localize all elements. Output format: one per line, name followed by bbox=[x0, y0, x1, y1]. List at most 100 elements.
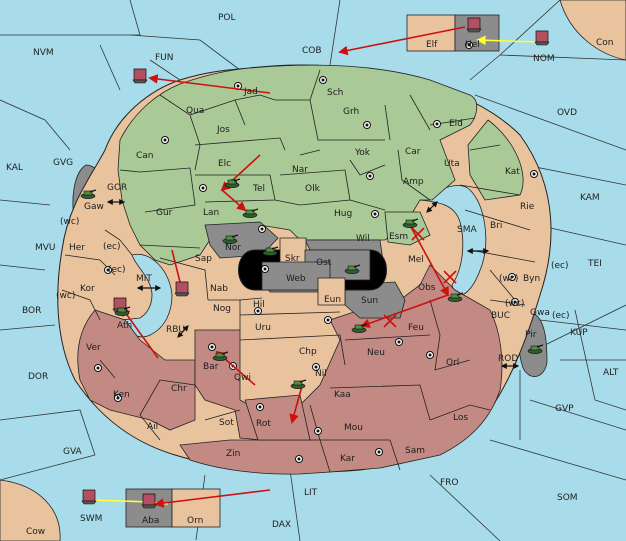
label-aba: Aba bbox=[142, 516, 159, 526]
label-wil: Wil bbox=[356, 234, 370, 244]
label-hel: Hel bbox=[465, 40, 480, 50]
label-gur: Gur bbox=[156, 208, 173, 218]
red-zone-center bbox=[194, 329, 263, 441]
label-orl: Orl bbox=[446, 358, 459, 368]
label-can: Can bbox=[136, 151, 154, 161]
label-kat: Kat bbox=[505, 167, 520, 177]
label-eld: Eld bbox=[449, 119, 463, 129]
fleet-unit bbox=[81, 489, 97, 505]
red-zone-south bbox=[179, 439, 331, 475]
label-zin: Zin bbox=[226, 449, 240, 459]
label-gaw: Gaw bbox=[84, 202, 104, 212]
label-kup: KUP bbox=[570, 328, 588, 338]
label-feu: Feu bbox=[408, 323, 424, 333]
label-ec1: (ec) bbox=[103, 242, 121, 252]
land-borders bbox=[61, 69, 536, 471]
label-ovd: OVD bbox=[557, 108, 577, 118]
fleet-unit bbox=[534, 30, 550, 46]
label-obs: Obs bbox=[418, 283, 436, 293]
label-rod: ROD bbox=[498, 354, 518, 364]
label-sch: Sch bbox=[327, 88, 343, 98]
region-kat[interactable] bbox=[467, 119, 524, 201]
label-cow: Cow bbox=[26, 527, 45, 537]
label-jos: Jos bbox=[216, 125, 230, 135]
label-mvu: MVU bbox=[35, 243, 56, 253]
label-kal: KAL bbox=[6, 163, 23, 173]
label-qwi: Qwi bbox=[234, 373, 251, 383]
label-sot: Sot bbox=[219, 418, 234, 428]
label-gor: GOR bbox=[107, 183, 127, 193]
label-hug: Hug bbox=[334, 209, 352, 219]
red-zone-east bbox=[299, 264, 503, 473]
label-dor: DOR bbox=[28, 372, 48, 382]
label-kam: KAM bbox=[580, 193, 600, 203]
label-skr: Skr bbox=[285, 254, 300, 264]
label-ost: Ost bbox=[316, 258, 332, 268]
aba-move-arrow bbox=[154, 489, 271, 508]
label-lit: LIT bbox=[304, 488, 318, 498]
label-fro: FRO bbox=[440, 478, 459, 488]
label-ail: Ail bbox=[147, 422, 158, 432]
label-ath: Ath bbox=[117, 321, 132, 331]
label-qua: Qua bbox=[186, 106, 204, 116]
label-ver: Ver bbox=[86, 343, 101, 353]
label-con: Con bbox=[596, 38, 614, 48]
label-fun: FUN bbox=[155, 53, 174, 63]
label-dax: DAX bbox=[272, 520, 291, 530]
label-kaa: Kaa bbox=[334, 390, 351, 400]
label-sam: Sam bbox=[405, 446, 425, 456]
region-esm[interactable] bbox=[384, 211, 431, 246]
label-ec4: (ec) bbox=[552, 311, 570, 321]
label-chr: Chr bbox=[171, 384, 187, 394]
label-wc3: (wc) bbox=[499, 274, 518, 284]
label-mit: MIT bbox=[136, 274, 152, 284]
label-gvg: GVG bbox=[53, 158, 73, 168]
label-nor: Nor bbox=[225, 243, 241, 253]
label-rot: Rot bbox=[256, 419, 271, 429]
label-chp: Chp bbox=[299, 347, 317, 357]
label-sma: SMA bbox=[457, 225, 477, 235]
label-bor: BOR bbox=[22, 306, 41, 316]
fleet-unit bbox=[466, 17, 482, 33]
label-nab: Nab bbox=[210, 284, 228, 294]
label-hil: Hil bbox=[253, 300, 265, 310]
label-elf: Elf bbox=[426, 40, 438, 50]
fleet-unit bbox=[174, 281, 190, 297]
label-gwa: Gwa bbox=[530, 308, 550, 318]
label-nom: NOM bbox=[533, 54, 555, 64]
label-car: Car bbox=[405, 147, 421, 157]
region-eun[interactable] bbox=[317, 277, 346, 306]
label-alt: ALT bbox=[603, 368, 619, 378]
inner-bay-east bbox=[418, 185, 487, 299]
label-neu: Neu bbox=[367, 348, 385, 358]
label-som: SOM bbox=[557, 493, 578, 503]
region-orn[interactable] bbox=[171, 488, 221, 528]
label-mel: Mel bbox=[408, 255, 424, 265]
label-kar: Kar bbox=[340, 454, 355, 464]
label-los: Los bbox=[453, 413, 468, 423]
label-sap: Sap bbox=[195, 254, 212, 264]
label-elc: Elc bbox=[218, 159, 231, 169]
label-tel: Tel bbox=[252, 184, 265, 194]
label-tei: TEI bbox=[587, 259, 602, 269]
label-gvp: GVP bbox=[555, 404, 574, 414]
canal-arrows bbox=[106, 199, 520, 369]
label-orn: Orn bbox=[187, 516, 203, 526]
label-yok: Yok bbox=[354, 148, 371, 158]
label-esm: Esm bbox=[389, 232, 408, 242]
label-cob: COB bbox=[302, 46, 322, 56]
label-web: Web bbox=[286, 274, 306, 284]
label-grh: Grh bbox=[343, 107, 359, 117]
label-uru: Uru bbox=[255, 323, 271, 333]
label-wc1: (wc) bbox=[60, 217, 79, 227]
label-nil: Nil bbox=[315, 369, 327, 379]
label-her: Her bbox=[69, 243, 85, 253]
label-swm: SWM bbox=[80, 514, 102, 524]
label-rbu: RBU bbox=[166, 325, 185, 335]
label-uta: Uta bbox=[444, 159, 460, 169]
fleet-unit bbox=[141, 493, 157, 509]
label-ec2: (ec) bbox=[108, 265, 126, 275]
supply-centers bbox=[94, 41, 538, 463]
